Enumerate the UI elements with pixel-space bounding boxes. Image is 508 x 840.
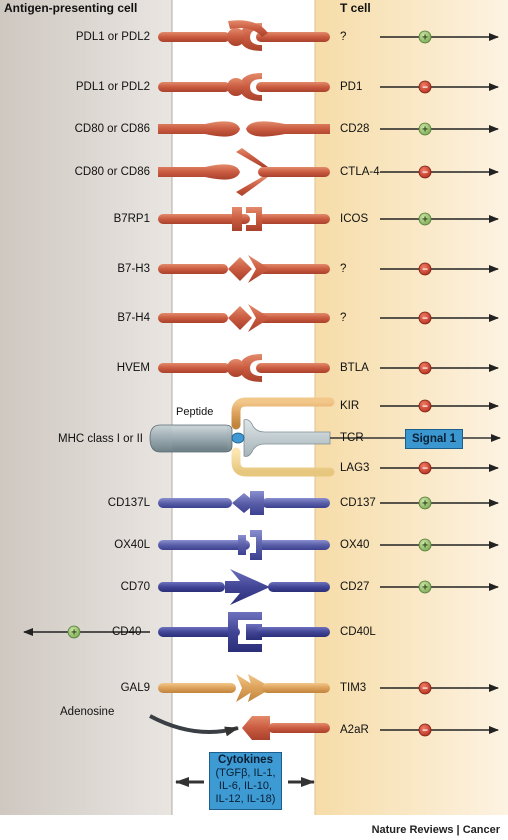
left-label-tim3: GAL9 [120,682,150,694]
right-label-cd80-ctla4: CTLA-4 [340,166,380,178]
right-label-kir: KIR [340,400,360,412]
pair-b7rp1 [158,207,330,231]
pair-pdl-q [158,20,330,51]
svg-text:+: + [422,125,428,136]
right-label-b7h4: ? [340,312,347,324]
tcell-region [315,0,508,815]
pair-cd40 [158,612,330,652]
signal-pdl-pd1: − [380,80,499,94]
signal-lag3: − [380,461,499,475]
tcell-header: T cell [340,1,371,15]
signal-hvem: − [380,361,499,375]
pair-cd80-ctla4 [158,148,330,196]
pair-hvem [158,354,330,382]
left-label-cd137: CD137L [107,497,150,509]
cytokines-line-1: (TGFβ, IL-1, [215,767,276,779]
left-label-pdl-q: PDL1 or PDL2 [75,31,150,43]
right-label-b7h3: ? [340,263,347,275]
svg-text:−: − [422,168,428,179]
mhc-label: MHC class I or II [58,433,143,445]
svg-text:−: − [422,402,428,413]
cytokines-line-3: IL-12, IL-18) [215,793,276,805]
adenosine-label: Adenosine [60,706,115,718]
left-label-pdl-pd1: PDL1 or PDL2 [75,81,150,93]
pair-b7h3 [158,255,330,283]
right-label-b7rp1: ICOS [340,213,369,225]
ligand-receptor-pairs [158,20,330,702]
pair-tim3 [158,674,330,702]
right-label-cd137: CD137 [340,497,376,509]
left-label-b7h3: B7-H3 [117,263,150,275]
svg-text:−: − [422,265,428,276]
right-label-tcr: TCR [340,432,364,444]
svg-text:−: − [422,464,428,475]
signal-a2ar: − [380,723,499,737]
mhc-tcr-complex [149,397,335,477]
left-label-cd40: CD40 [112,626,142,638]
svg-text:+: + [71,628,77,639]
svg-text:−: − [422,684,428,695]
svg-text:−: − [422,83,428,94]
pair-pdl-pd1 [158,73,330,101]
cytokines-box: Cytokines (TGFβ, IL-1, IL-6, IL-10, IL-1… [209,752,282,810]
signal-indicators: + − + − + − − − − − + + + + − − [23,30,499,737]
right-label-pdl-pd1: PD1 [340,81,363,93]
left-label-cd80-cd28: CD80 or CD86 [74,123,150,135]
pair-cd137 [158,491,330,515]
svg-text:+: + [422,541,428,552]
svg-text:+: + [422,583,428,594]
cytokines-title: Cytokines [218,754,273,766]
signal-ox40: + [380,538,499,552]
adenosine-arrow [149,714,239,737]
signal-tim3: − [380,681,499,695]
right-label-cd80-cd28: CD28 [340,123,370,135]
svg-text:+: + [422,33,428,44]
signal-b7h3: − [380,262,499,276]
signal-kir: − [380,399,499,413]
left-label-cd27: CD70 [120,581,150,593]
right-label-pdl-q: ? [340,31,347,43]
svg-text:−: − [422,314,428,325]
pair-b7h4 [158,304,330,332]
credit-text: Nature Reviews | Cancer [371,824,500,836]
svg-text:−: − [422,364,428,375]
signal1-box: Signal 1 [405,429,463,449]
left-label-hvem: HVEM [116,362,150,374]
cytokines-line-2: IL-6, IL-10, [218,780,273,792]
left-label-ox40: OX40L [114,539,150,551]
pair-ox40 [158,530,330,560]
right-label-cd27: CD27 [340,581,370,593]
right-label-hvem: BTLA [340,362,369,374]
signal-cd80-cd28: + [380,122,499,136]
left-label-cd80-ctla4: CD80 or CD86 [74,166,150,178]
signal-cd137: + [380,496,499,510]
signal-b7h4: − [380,311,499,325]
signal-cd40: + [23,625,150,639]
right-label-cd40: CD40L [340,626,376,638]
apc-header: Antigen-presenting cell [4,1,138,15]
apc-membrane-region [0,0,172,815]
pair-cd80-cd28 [158,121,330,137]
signal-cd80-ctla4: − [380,165,499,179]
a2ar-receptor [242,716,330,740]
right-label-lag3: LAG3 [340,462,370,474]
right-label-a2ar: A2aR [340,724,369,736]
svg-text:+: + [422,215,428,226]
svg-text:+: + [422,499,428,510]
pair-cd27 [158,569,330,605]
signal-b7rp1: + [380,212,499,226]
left-label-b7rp1: B7RP1 [113,213,150,225]
left-label-b7h4: B7-H4 [117,312,150,324]
peptide-label: Peptide [176,406,214,418]
right-label-ox40: OX40 [340,539,370,551]
svg-text:−: − [422,726,428,737]
right-label-tim3: TIM3 [340,682,367,694]
signal-cd27: + [380,580,499,594]
signal-pdl-q: + [380,30,499,44]
